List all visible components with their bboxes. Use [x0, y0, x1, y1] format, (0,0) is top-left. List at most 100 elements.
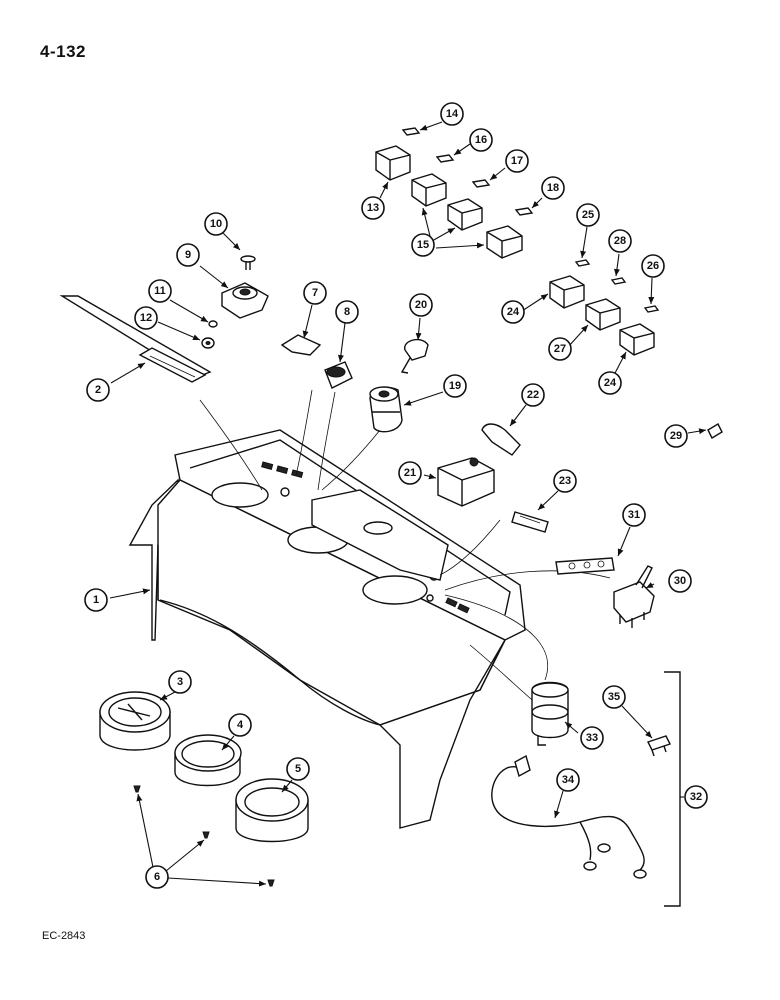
svg-text:29: 29 [670, 430, 682, 442]
svg-text:9: 9 [185, 249, 191, 261]
svg-text:27: 27 [554, 343, 566, 355]
callout-19: 19 [443, 374, 467, 398]
tachometer-gauge [99, 691, 171, 751]
gauge-bezel-ring [174, 734, 242, 787]
bracket-plate [280, 334, 322, 356]
power-socket [531, 681, 569, 746]
svg-text:26: 26 [647, 260, 659, 272]
callout-14: 14 [440, 102, 464, 126]
callout-12: 12 [134, 306, 158, 330]
callout-35: 35 [602, 685, 626, 709]
svg-text:32: 32 [690, 791, 702, 803]
svg-text:12: 12 [140, 312, 152, 324]
svg-text:2: 2 [95, 384, 101, 396]
callout-6: 6 [145, 865, 169, 889]
callout-2: 2 [86, 378, 110, 402]
callout-8: 8 [335, 300, 359, 324]
svg-text:30: 30 [674, 575, 686, 587]
svg-text:19: 19 [449, 380, 461, 392]
svg-text:21: 21 [404, 467, 416, 479]
callout-24-upper: 24 [501, 300, 525, 324]
svg-text:25: 25 [582, 209, 594, 221]
svg-text:23: 23 [559, 475, 571, 487]
toggle-label [555, 557, 615, 575]
callout-11: 11 [148, 279, 172, 303]
callout-31: 31 [622, 503, 646, 527]
callout-27: 27 [548, 337, 572, 361]
page-number: 4-132 [40, 42, 86, 61]
callout-balloons: 1 2 3 4 5 6 7 8 9 10 11 12 13 14 15 16 1… [84, 102, 708, 889]
callout-4: 4 [228, 713, 252, 737]
callout-5: 5 [286, 757, 310, 781]
switch-decal [511, 511, 549, 533]
svg-text:35: 35 [608, 691, 620, 703]
leader-lines [109, 121, 707, 887]
wiring-harness [491, 754, 647, 879]
instrument-panel-housing [128, 429, 526, 829]
svg-text:24: 24 [507, 306, 520, 318]
switch-lenses [401, 127, 660, 313]
callout-34: 34 [556, 768, 580, 792]
callout-25: 25 [576, 203, 600, 227]
bulb [707, 423, 723, 439]
svg-text:22: 22 [527, 389, 539, 401]
callout-20: 20 [409, 293, 433, 317]
svg-text:34: 34 [562, 774, 575, 786]
ignition-key [400, 338, 429, 374]
figure-code: EC-2843 [42, 930, 86, 942]
svg-text:17: 17 [511, 155, 523, 167]
svg-text:11: 11 [154, 285, 166, 297]
mounting-clip [481, 423, 521, 456]
nut-washer [201, 320, 218, 349]
callout-3: 3 [168, 670, 192, 694]
svg-text:18: 18 [547, 182, 559, 194]
callout-13: 13 [361, 196, 385, 220]
gauge-screws [133, 785, 275, 887]
svg-text:14: 14 [446, 108, 459, 120]
svg-text:13: 13 [367, 202, 379, 214]
svg-text:5: 5 [295, 763, 301, 775]
svg-text:4: 4 [237, 719, 244, 731]
callout-30: 30 [668, 569, 692, 593]
indicator-lamp [324, 361, 353, 389]
callout-32: 32 [684, 785, 708, 809]
callout-9: 9 [176, 243, 200, 267]
rotary-switch [221, 282, 269, 319]
callout-16: 16 [469, 128, 493, 152]
svg-text:1: 1 [93, 594, 99, 606]
relay-module [437, 457, 495, 507]
callout-24-lower: 24 [598, 371, 622, 395]
fuse [647, 735, 671, 757]
ignition-switch [369, 386, 403, 433]
toggle-switch [613, 565, 655, 628]
callout-1: 1 [84, 588, 108, 612]
instrument-label-strip [59, 295, 212, 383]
callout-15: 15 [411, 233, 435, 257]
svg-text:8: 8 [344, 306, 350, 318]
callout-17: 17 [505, 149, 529, 173]
kit-bracket [664, 671, 681, 907]
callout-23: 23 [553, 469, 577, 493]
gauge [235, 778, 309, 843]
svg-text:16: 16 [475, 134, 487, 146]
svg-text:24: 24 [604, 377, 617, 389]
callout-26: 26 [641, 254, 665, 278]
svg-text:28: 28 [614, 235, 626, 247]
callout-33: 33 [580, 726, 604, 750]
svg-text:15: 15 [417, 239, 429, 251]
callout-22: 22 [521, 383, 545, 407]
callout-10: 10 [204, 212, 228, 236]
callout-21: 21 [398, 461, 422, 485]
svg-text:3: 3 [177, 676, 183, 688]
svg-text:10: 10 [210, 218, 222, 230]
svg-text:20: 20 [415, 299, 427, 311]
svg-text:7: 7 [312, 287, 318, 299]
callout-18: 18 [541, 176, 565, 200]
rocker-switches [375, 145, 655, 356]
svg-text:31: 31 [628, 509, 640, 521]
svg-text:6: 6 [154, 871, 160, 883]
svg-text:33: 33 [586, 732, 598, 744]
screw [240, 255, 256, 270]
callout-28: 28 [608, 229, 632, 253]
